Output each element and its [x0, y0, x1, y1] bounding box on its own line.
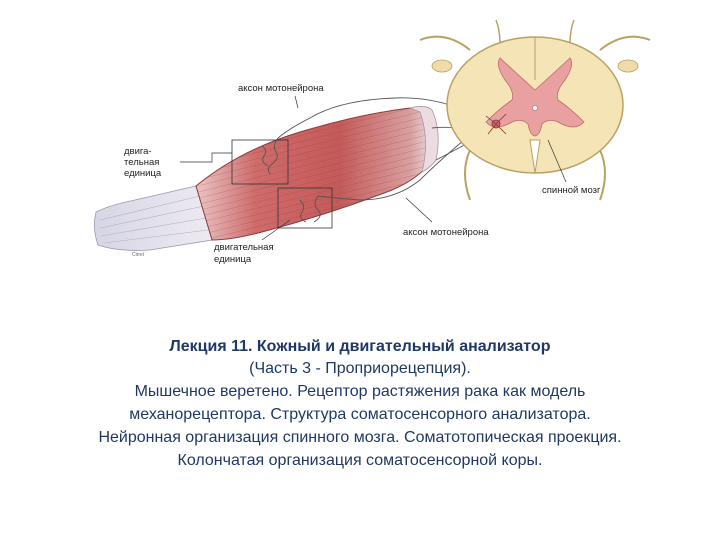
spinal-cord	[419, 19, 651, 201]
label-motor-unit-left-line1: двига-	[124, 146, 152, 157]
lecture-part: (Часть 3 - Проприорецепция).	[249, 360, 471, 377]
axon-lines	[261, 97, 481, 223]
lecture-title: Лекция 11. Кожный и двигательный анализа…	[169, 338, 551, 355]
label-pointers	[180, 95, 567, 241]
label-motor-unit-left-line3: единица	[124, 168, 162, 179]
label-axon-top: аксон мотонейрона	[238, 83, 324, 94]
lecture-topics: Мышечное веретено. Рецептор растяжения р…	[98, 383, 622, 469]
label-motor-unit-bottom-line1: двигательная	[214, 242, 274, 253]
tendon-left	[94, 185, 213, 251]
label-motor-unit-bottom-line2: единица	[214, 254, 252, 265]
label-axon-bottom: аксон мотонейрона	[403, 227, 489, 238]
lecture-text-block: Лекция 11. Кожный и двигательный анализа…	[40, 336, 680, 472]
label-spinal-cord: спинной мозг	[542, 185, 601, 196]
muscle-spinal-cord-diagram: аксон мотонейрона двига- тельная единица…	[94, 19, 651, 265]
motor-unit-box-upper	[231, 139, 289, 185]
muscle-belly	[195, 106, 439, 241]
label-tendon-mark: Cirrel	[132, 252, 144, 258]
motor-unit-box-lower	[277, 187, 333, 229]
label-motor-unit-left-line2: тельная	[124, 157, 159, 168]
